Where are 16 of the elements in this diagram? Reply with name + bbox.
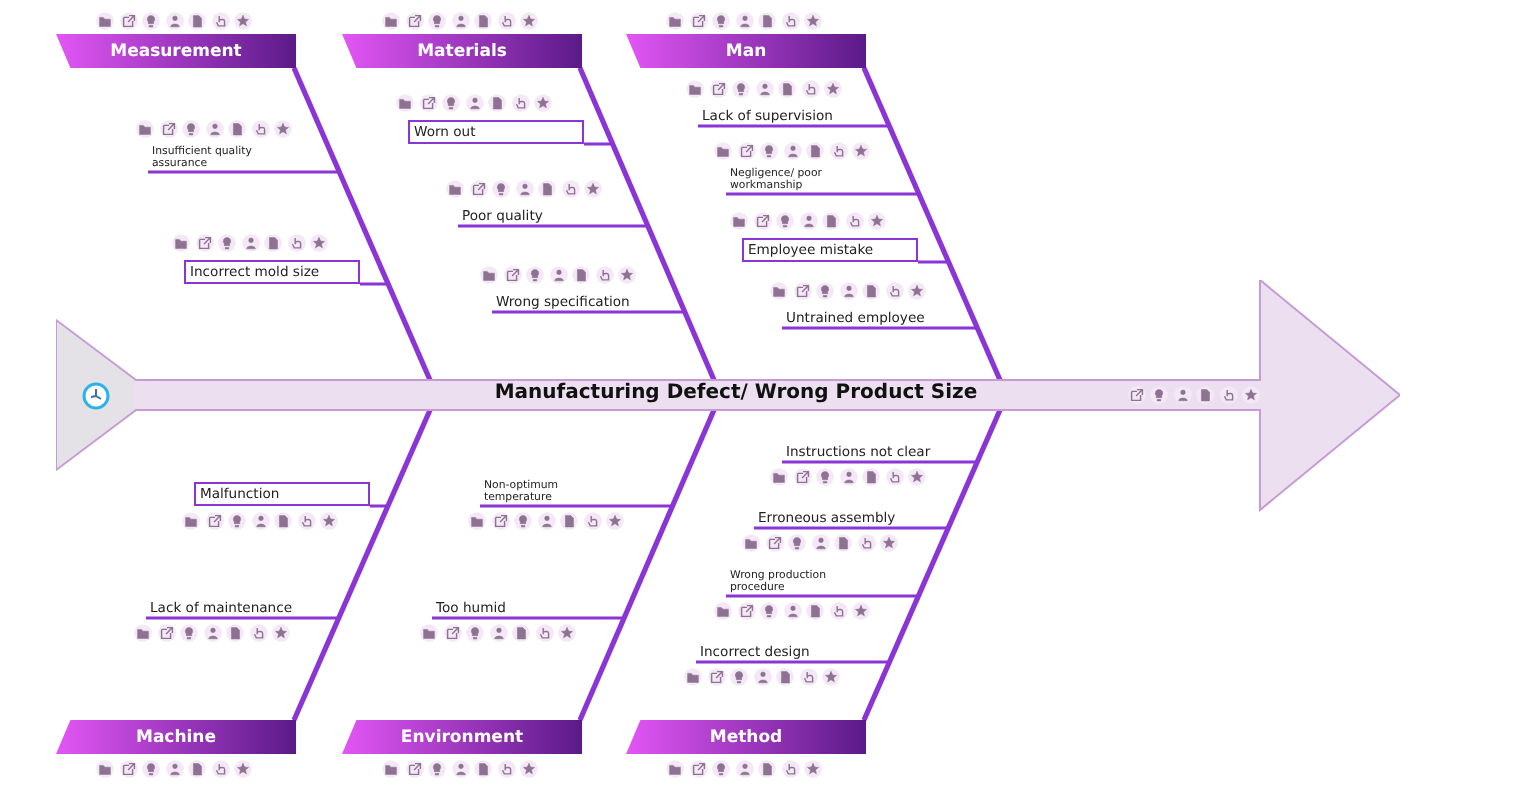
cause-line [696,660,892,721]
bone-line [577,408,717,722]
effect-text: Manufacturing Defect/ Wrong Product Size [492,382,980,404]
cause-line [146,616,342,721]
category-header: Machine [56,720,296,754]
category-header: Measurement [56,34,296,68]
bone-line [861,408,1003,722]
category-header: Man [626,34,866,68]
category-header: Method [626,720,866,754]
bone-line [861,66,1003,382]
category-header: Materials [342,34,582,68]
cause-line [432,616,627,721]
bone-line [291,408,433,722]
category-header: Environment [342,720,582,754]
bone-line [291,66,433,382]
bone-line [577,66,717,382]
